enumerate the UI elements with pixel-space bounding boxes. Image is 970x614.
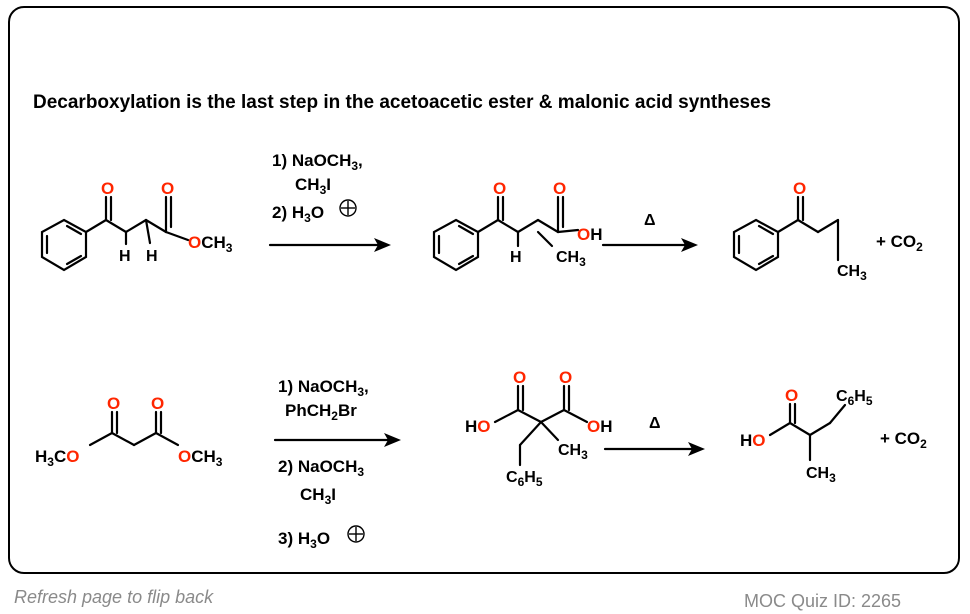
oxygen-atom: O bbox=[151, 394, 164, 413]
methyl-group: CH3 bbox=[806, 465, 836, 485]
heat-symbol: Δ bbox=[649, 415, 661, 432]
reagent-methyl-iodide: CH3I bbox=[300, 485, 336, 507]
phenyl-group: C6H5 bbox=[506, 469, 543, 489]
benzene-ring bbox=[732, 218, 780, 272]
bond bbox=[144, 218, 152, 245]
oxygen-atom: O bbox=[101, 179, 114, 198]
oxygen-atom: O bbox=[107, 394, 120, 413]
methoxy-group-left: H3CO bbox=[35, 447, 79, 469]
arrowhead bbox=[688, 442, 705, 456]
reagent-step3: 3) H3O bbox=[278, 529, 330, 551]
benzene-ring bbox=[40, 218, 88, 272]
bond bbox=[124, 218, 148, 234]
content-card bbox=[8, 6, 960, 574]
reagent-step1: 1) NaOCH3, bbox=[278, 377, 369, 399]
reagent-benzyl-bromide: PhCH2Br bbox=[285, 401, 357, 423]
hydrogen-atom: H bbox=[119, 248, 131, 265]
reagent-step2: 2) NaOCH3 bbox=[278, 457, 364, 479]
methyl-group: CH3 bbox=[556, 249, 586, 269]
hydroxyl-group: OH bbox=[587, 417, 613, 436]
oxygen-atom: O bbox=[793, 179, 806, 198]
hydrogen-atom: H bbox=[146, 248, 158, 265]
methoxy-group: OCH3 bbox=[188, 233, 233, 255]
hydrogen-atom: H bbox=[510, 249, 522, 266]
phenyl-group: C6H5 bbox=[836, 388, 873, 408]
arrowhead bbox=[384, 433, 401, 447]
arrowhead bbox=[374, 238, 391, 252]
reagent-step2: 2) H3O bbox=[272, 203, 324, 225]
oxygen-atom: O bbox=[553, 179, 566, 198]
co2-byproduct: + CO2 bbox=[880, 429, 927, 451]
oxygen-atom: O bbox=[559, 368, 572, 387]
hydroxyl-group: OH bbox=[577, 225, 603, 244]
oxygen-atom: O bbox=[493, 179, 506, 198]
methoxy-group-right: OCH3 bbox=[178, 447, 223, 469]
hydroxyl-group: HO bbox=[465, 417, 491, 436]
positive-charge-icon bbox=[347, 525, 365, 543]
headline: Decarboxylation is the last step in the … bbox=[33, 92, 772, 113]
reagent-step1: 1) NaOCH3, bbox=[272, 151, 363, 173]
bond bbox=[84, 218, 108, 234]
positive-charge-icon bbox=[339, 199, 357, 217]
arrowhead bbox=[681, 238, 698, 252]
benzene-ring bbox=[432, 218, 480, 272]
hydroxyl-group: HO bbox=[740, 431, 766, 450]
bond bbox=[164, 230, 190, 242]
methyl-group: CH3 bbox=[837, 263, 867, 283]
flip-back-link[interactable]: Refresh page to flip back bbox=[14, 587, 214, 607]
quiz-id-label: MOC Quiz ID: 2265 bbox=[744, 591, 902, 611]
oxygen-atom: O bbox=[513, 368, 526, 387]
methyl-group: CH3 bbox=[558, 442, 588, 462]
oxygen-atom: O bbox=[785, 386, 798, 405]
oxygen-atom: O bbox=[161, 179, 174, 198]
heat-symbol: Δ bbox=[644, 212, 656, 229]
bond bbox=[144, 218, 168, 234]
bond bbox=[104, 218, 128, 234]
reagent-methyl-iodide: CH3I bbox=[295, 175, 331, 197]
co2-byproduct: + CO2 bbox=[876, 232, 923, 254]
